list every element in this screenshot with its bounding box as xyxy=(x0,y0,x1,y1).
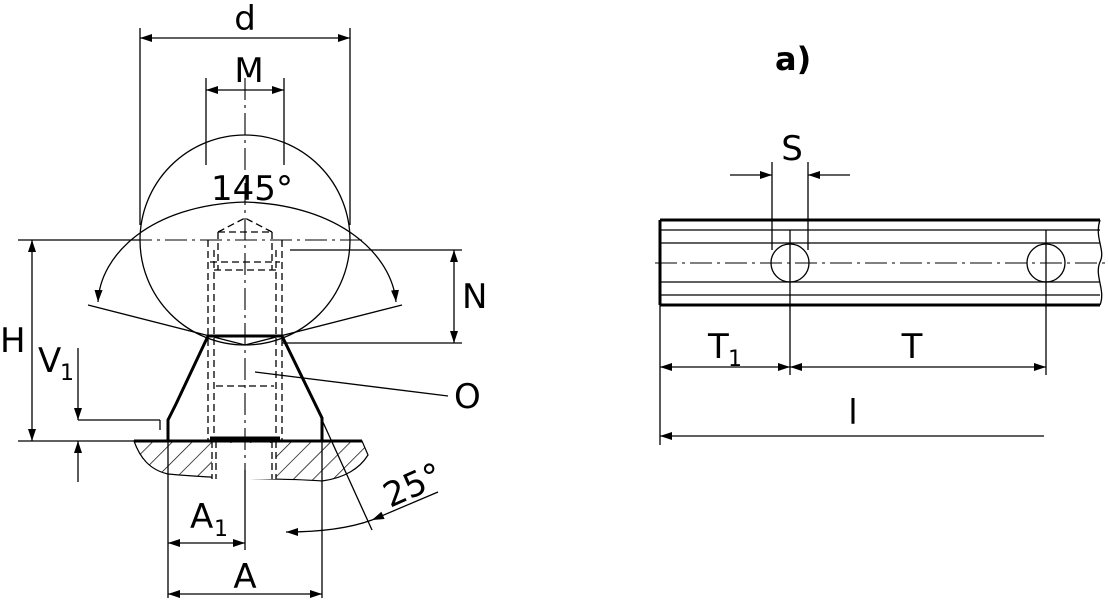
label-d: d xyxy=(234,0,256,39)
label-a1: A xyxy=(190,497,213,537)
view-label-a: a) xyxy=(775,40,811,78)
label-angle-25: 25° xyxy=(377,455,448,516)
cross-section-view: d M 145° H V 1 N O A 1 A 25° xyxy=(0,0,487,598)
label-a: A xyxy=(233,557,256,597)
leader-o xyxy=(254,371,449,397)
rail-top-view: a) S T 1 T xyxy=(655,40,1109,445)
angle-25-arc xyxy=(285,519,373,536)
label-m: M xyxy=(234,51,263,91)
label-l: l xyxy=(848,393,857,433)
label-n: N xyxy=(462,277,487,317)
label-angle-145: 145° xyxy=(211,169,293,209)
label-v1-sub: 1 xyxy=(60,361,74,386)
label-v1: V xyxy=(38,341,61,381)
label-h: H xyxy=(0,321,26,361)
label-o: O xyxy=(454,377,481,417)
label-t1: T xyxy=(707,327,729,367)
label-s: S xyxy=(781,129,803,169)
bolt-hole-base xyxy=(212,443,276,479)
label-t1-sub: 1 xyxy=(728,347,742,372)
label-t: T xyxy=(901,327,923,367)
label-a1-sub: 1 xyxy=(214,517,228,542)
